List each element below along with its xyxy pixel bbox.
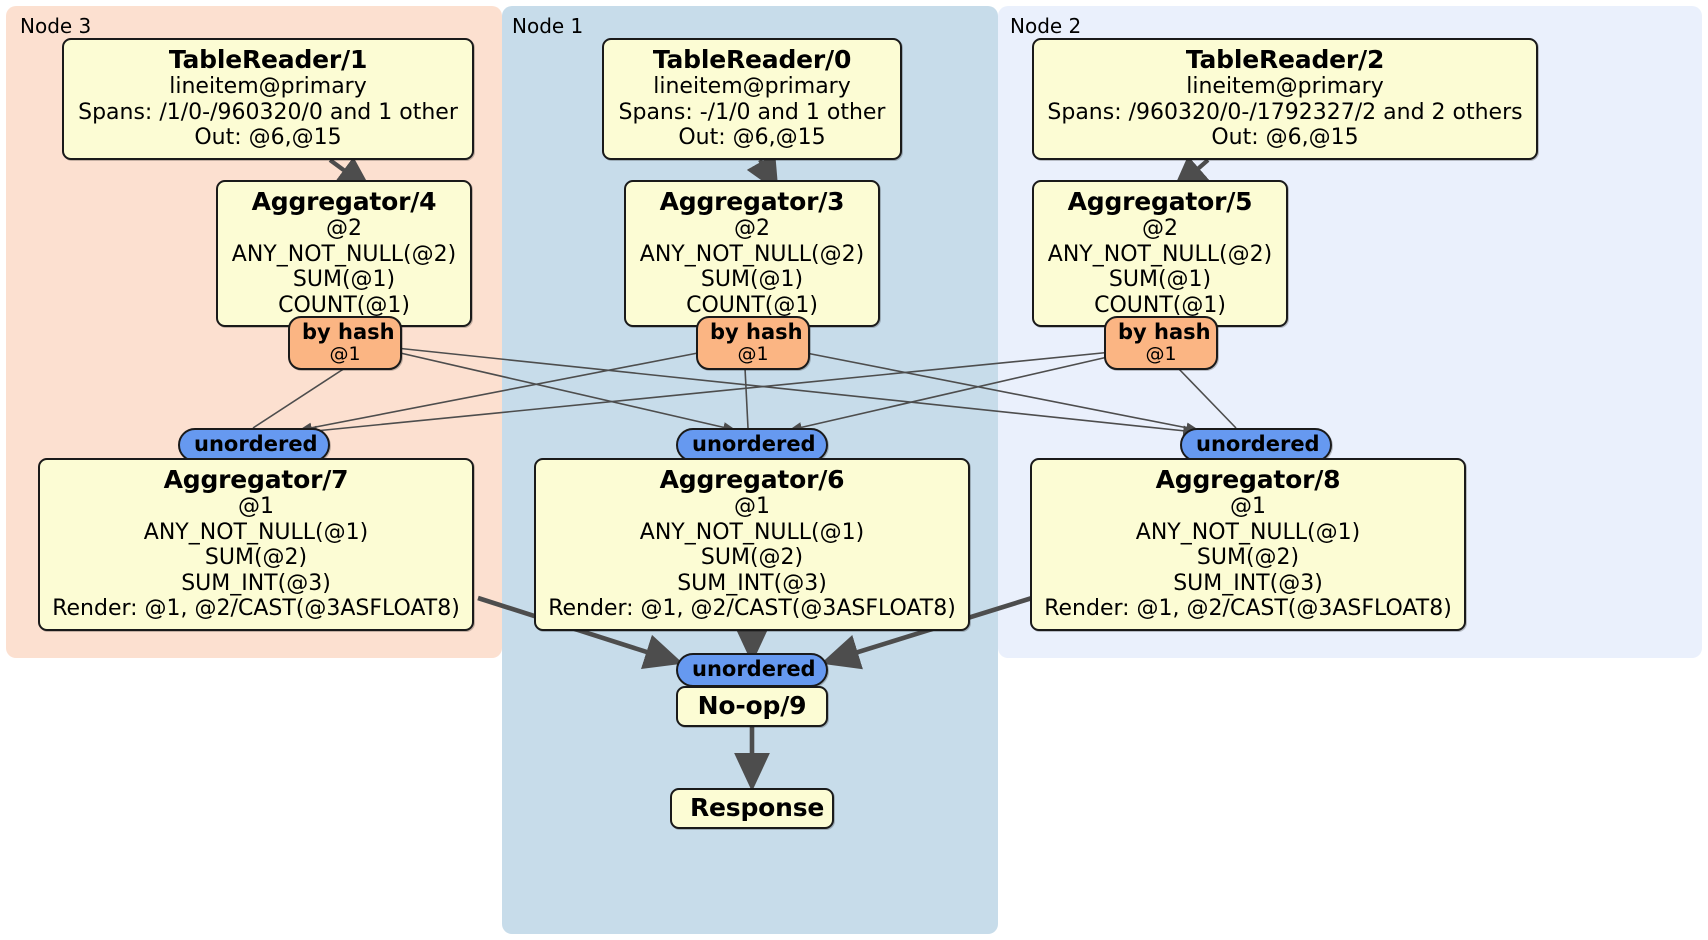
processor-title: TableReader/1: [168, 45, 368, 74]
processor-line: Render: @1, @2/CAST(@3ASFLOAT8): [52, 596, 460, 622]
processor-line: SUM(@2): [700, 545, 804, 571]
processor-line: SUM(@1): [1108, 267, 1212, 293]
processor-title: Response: [690, 793, 825, 822]
processor-table-reader-2[interactable]: TableReader/2 lineitem@primary Spans: /9…: [1032, 38, 1538, 160]
processor-line: @1: [1230, 494, 1266, 519]
processor-line: COUNT(@1): [686, 292, 818, 318]
processor-title: TableReader/0: [652, 45, 852, 74]
unordered-synchronizer-left[interactable]: unordered: [178, 428, 330, 463]
processor-response[interactable]: Response: [670, 788, 834, 829]
unordered-synchronizer-label: unordered: [1196, 432, 1320, 456]
processor-line: @2: [734, 216, 770, 241]
processor-line: SUM_INT(@3): [677, 570, 827, 596]
unordered-synchronizer-label: unordered: [692, 657, 816, 681]
processor-line: SUM(@1): [700, 267, 804, 293]
processor-line: @1: [238, 494, 274, 519]
hash-router-column: @1: [1145, 343, 1177, 366]
processor-title: No-op/9: [697, 691, 807, 720]
processor-title: Aggregator/7: [163, 465, 349, 494]
processor-aggregator-6[interactable]: Aggregator/6 @1 ANY_NOT_NULL(@1) SUM(@2)…: [534, 458, 970, 631]
unordered-synchronizer-center[interactable]: unordered: [676, 428, 828, 463]
processor-line: Spans: -/1/0 and 1 other: [618, 99, 886, 125]
hash-router-center[interactable]: by hash @1: [696, 316, 810, 370]
processor-line: Out: @6,@15: [678, 125, 826, 151]
hash-router-label: by hash: [302, 320, 395, 344]
unordered-synchronizer-right[interactable]: unordered: [1180, 428, 1332, 463]
processor-line: ANY_NOT_NULL(@2): [1047, 241, 1273, 267]
hash-router-left[interactable]: by hash @1: [288, 316, 402, 370]
hash-router-column: @1: [737, 343, 769, 366]
processor-title: TableReader/2: [1185, 45, 1385, 74]
processor-aggregator-5[interactable]: Aggregator/5 @2 ANY_NOT_NULL(@2) SUM(@1)…: [1032, 180, 1288, 328]
processor-aggregator-4[interactable]: Aggregator/4 @2 ANY_NOT_NULL(@2) SUM(@1)…: [216, 180, 472, 328]
processor-line: SUM(@1): [292, 267, 396, 293]
processor-line: SUM(@2): [1196, 545, 1300, 571]
processor-title: Aggregator/8: [1155, 465, 1341, 494]
hash-router-label: by hash: [710, 320, 803, 344]
processor-line: ANY_NOT_NULL(@1): [143, 519, 369, 545]
processor-line: @2: [1142, 216, 1178, 241]
processor-title: Aggregator/3: [659, 187, 845, 216]
processor-line: SUM(@2): [204, 545, 308, 571]
unordered-synchronizer-label: unordered: [194, 432, 318, 456]
processor-table-reader-1[interactable]: TableReader/1 lineitem@primary Spans: /1…: [62, 38, 474, 160]
processor-title: Aggregator/6: [659, 465, 845, 494]
processor-line: Render: @1, @2/CAST(@3ASFLOAT8): [1044, 596, 1452, 622]
processor-line: COUNT(@1): [278, 292, 410, 318]
unordered-synchronizer-label: unordered: [692, 432, 816, 456]
hash-router-right[interactable]: by hash @1: [1104, 316, 1218, 370]
processor-line: SUM_INT(@3): [1173, 570, 1323, 596]
processor-title: Aggregator/5: [1067, 187, 1253, 216]
processor-line: ANY_NOT_NULL(@1): [1135, 519, 1361, 545]
unordered-synchronizer-final[interactable]: unordered: [676, 653, 828, 688]
processor-line: Render: @1, @2/CAST(@3ASFLOAT8): [548, 596, 956, 622]
processor-aggregator-3[interactable]: Aggregator/3 @2 ANY_NOT_NULL(@2) SUM(@1)…: [624, 180, 880, 328]
processor-line: lineitem@primary: [653, 74, 851, 99]
node-panel-label-node3: Node 3: [20, 14, 92, 38]
processor-line: Out: @6,@15: [194, 125, 342, 151]
processor-line: ANY_NOT_NULL(@1): [639, 519, 865, 545]
processor-line: Out: @6,@15: [1211, 125, 1359, 151]
node-panel-label-node2: Node 2: [1010, 14, 1082, 38]
processor-line: Spans: /960320/0-/1792327/2 and 2 others: [1047, 99, 1523, 125]
processor-line: lineitem@primary: [169, 74, 367, 99]
processor-line: ANY_NOT_NULL(@2): [639, 241, 865, 267]
hash-router-column: @1: [329, 343, 361, 366]
processor-line: Spans: /1/0-/960320/0 and 1 other: [78, 99, 458, 125]
processor-aggregator-7[interactable]: Aggregator/7 @1 ANY_NOT_NULL(@1) SUM(@2)…: [38, 458, 474, 631]
processor-line: @1: [734, 494, 770, 519]
processor-line: COUNT(@1): [1094, 292, 1226, 318]
processor-line: lineitem@primary: [1186, 74, 1384, 99]
hash-router-label: by hash: [1118, 320, 1211, 344]
processor-line: @2: [326, 216, 362, 241]
node-panel-label-node1: Node 1: [512, 14, 584, 38]
processor-table-reader-0[interactable]: TableReader/0 lineitem@primary Spans: -/…: [602, 38, 902, 160]
processor-noop-9[interactable]: No-op/9: [676, 686, 828, 727]
processor-title: Aggregator/4: [251, 187, 437, 216]
processor-line: ANY_NOT_NULL(@2): [231, 241, 457, 267]
processor-line: SUM_INT(@3): [181, 570, 331, 596]
processor-aggregator-8[interactable]: Aggregator/8 @1 ANY_NOT_NULL(@1) SUM(@2)…: [1030, 458, 1466, 631]
